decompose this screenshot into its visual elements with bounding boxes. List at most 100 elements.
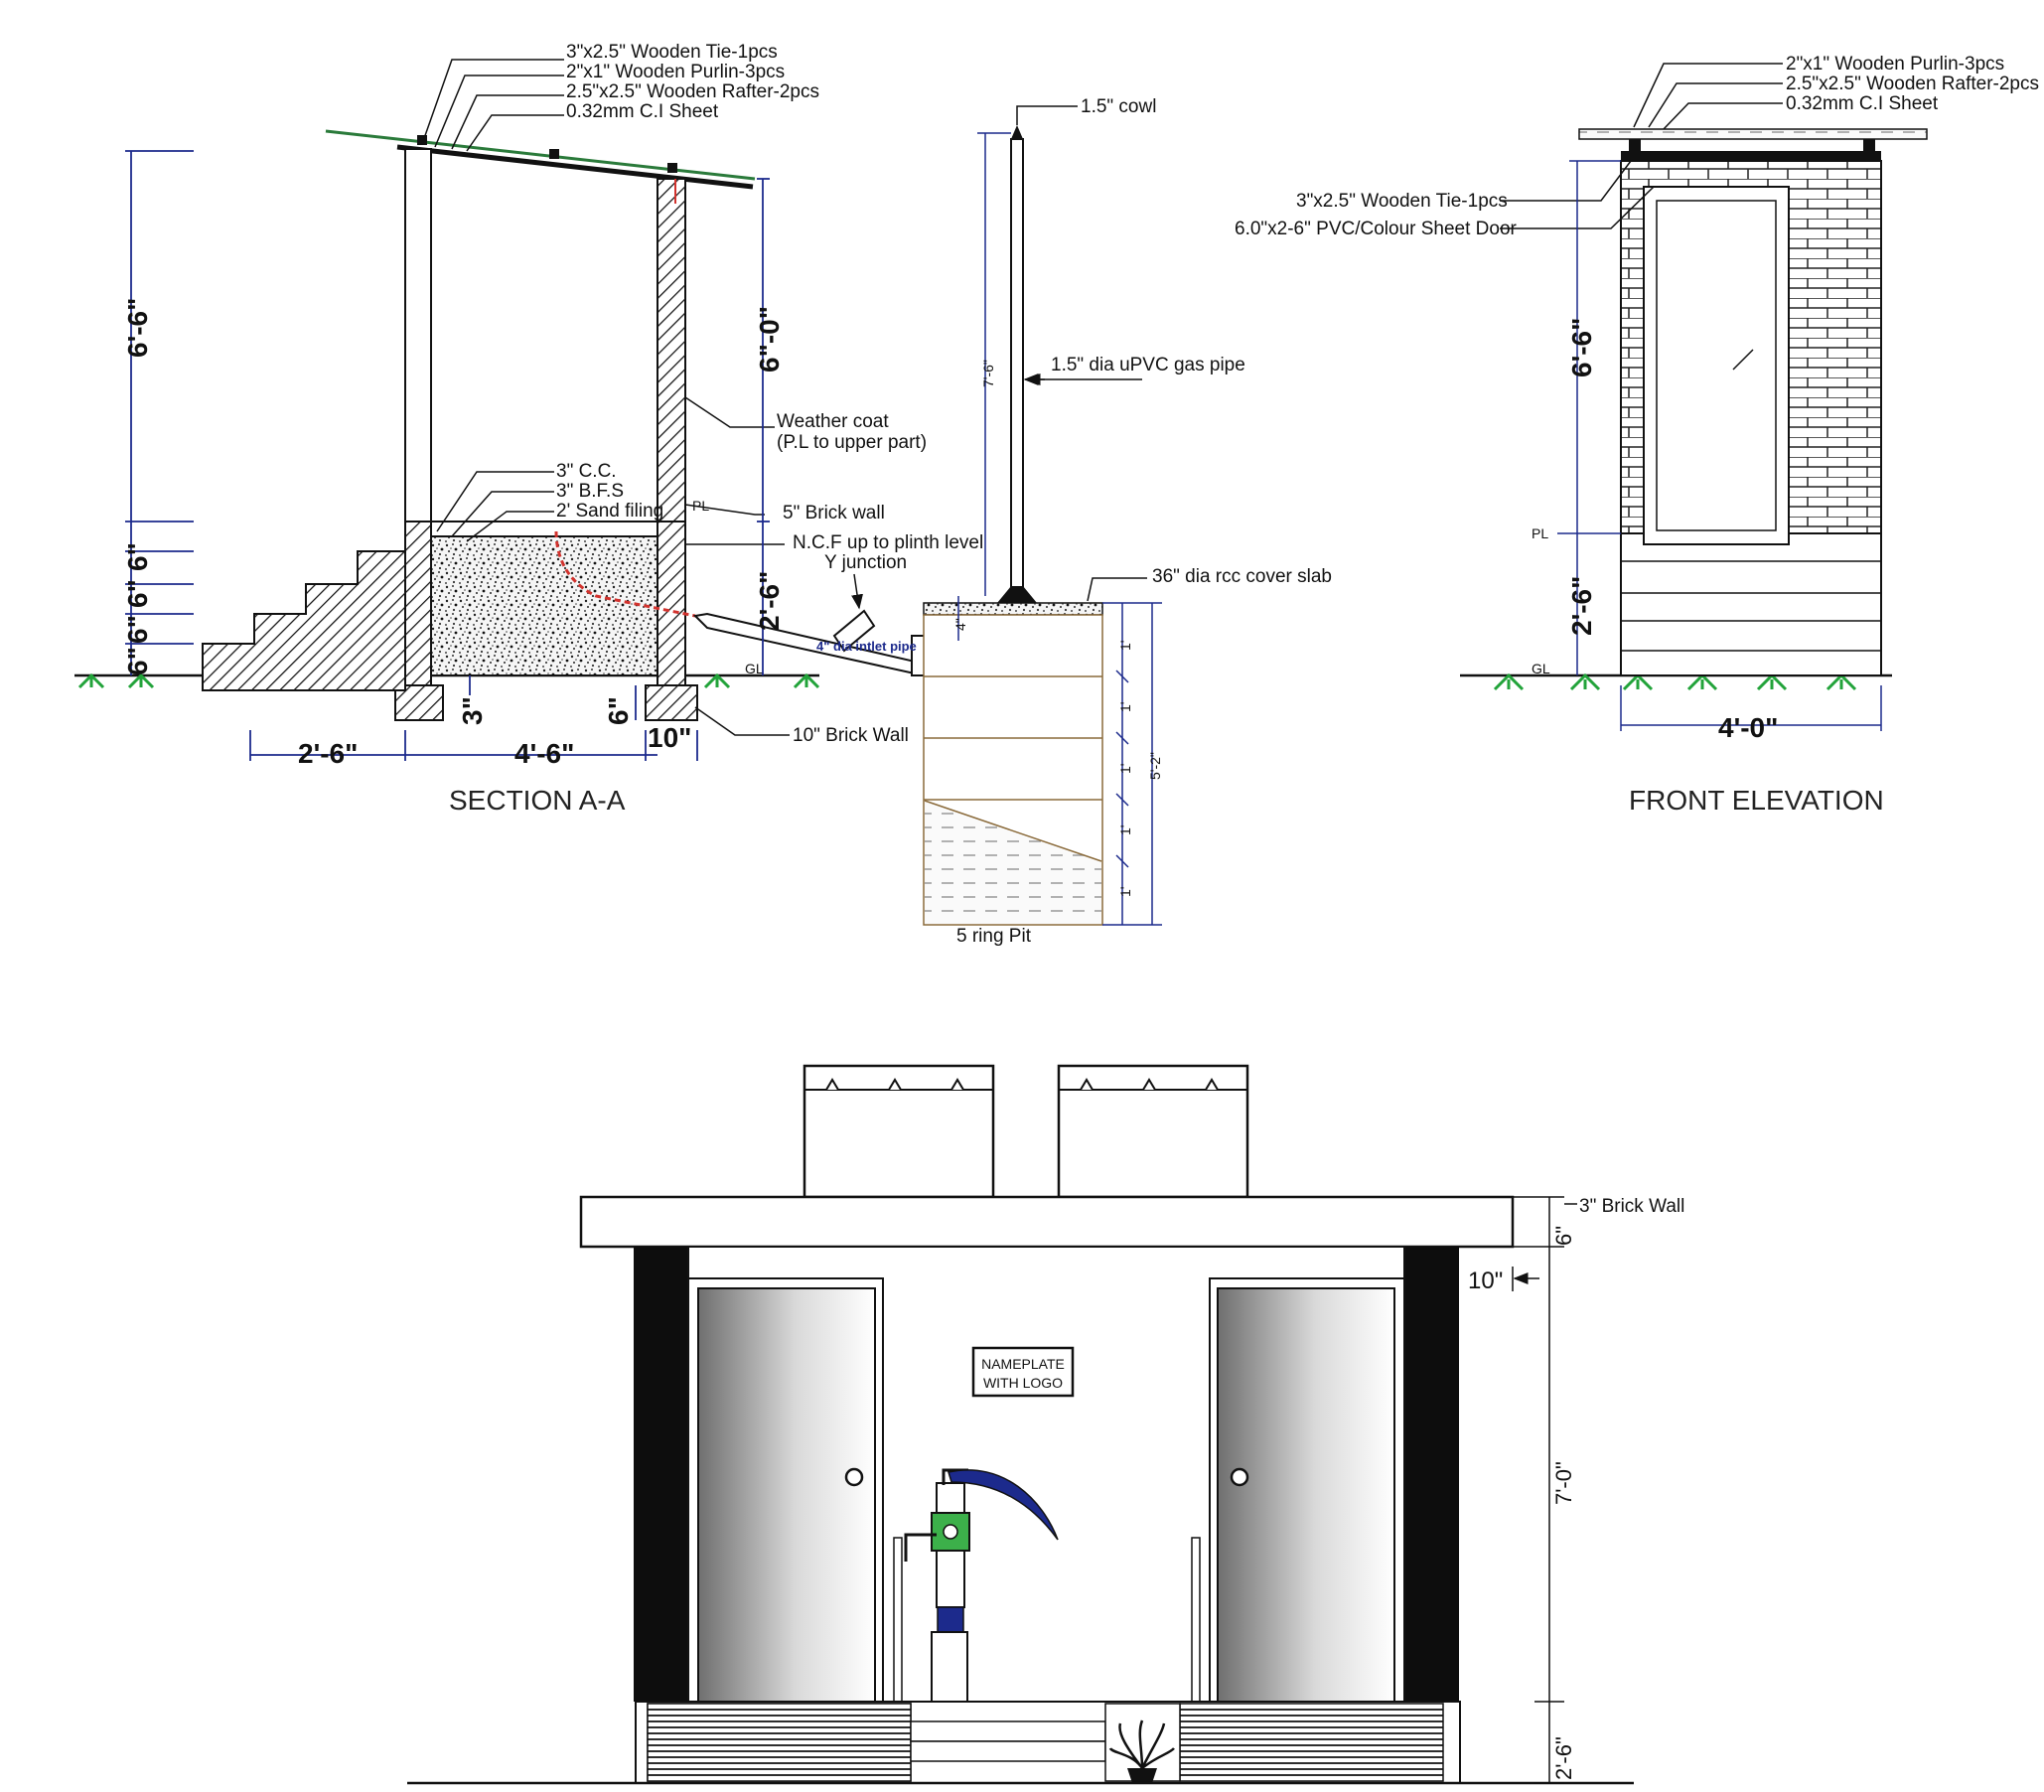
dim-step-1: 6" — [122, 542, 153, 571]
section-a-a: 4" dia intlet pipe 3"x2.5" Wooden Tie-1p… — [74, 42, 983, 816]
front-title: FRONT ELEVATION — [1629, 785, 1884, 816]
front-ci-label: 0.32mm C.I Sheet — [1786, 93, 1939, 114]
pit-ring-5: 1' — [1117, 887, 1133, 897]
front-tie-label: 3"x2.5" Wooden Tie-1pcs — [1296, 191, 1508, 212]
dim-three: 3" — [457, 696, 488, 725]
brick-wall-label: 5" Brick wall — [783, 503, 885, 523]
pit-ring-2: 1' — [1117, 702, 1133, 712]
toilet-seven: 7'-0" — [1551, 1461, 1576, 1505]
front-rafter-label: 2.5"x2.5" Wooden Rafter-2pcs — [1786, 74, 2039, 94]
ten-brick-label: 10" Brick Wall — [793, 725, 909, 746]
roof-sheet — [325, 129, 756, 190]
water-tank-right — [1057, 1064, 1249, 1199]
front-elevation: 2"x1" Wooden Purlin-3pcs 2.5"x2.5" Woode… — [1235, 54, 2039, 816]
dim-bottom-right: 4'-6" — [514, 738, 574, 769]
door-knob-icon — [1230, 1467, 1249, 1487]
section-dimensions — [125, 150, 770, 761]
front-height-upper: 6'-6" — [1566, 318, 1597, 377]
column-right — [1404, 1247, 1459, 1702]
dim-right-height: 6"-0" — [754, 306, 785, 373]
column-left — [634, 1247, 688, 1702]
plinth-right — [657, 521, 686, 686]
cc-label: 3" C.C. — [556, 461, 617, 482]
dim-step-3: 6" — [122, 615, 153, 644]
purlin-label: 2"x1" Wooden Purlin-3pcs — [566, 62, 785, 82]
footing-right — [645, 684, 698, 721]
y-junction-label: Y junction — [824, 552, 907, 573]
ci-sheet-label: 0.32mm C.I Sheet — [566, 101, 719, 122]
dim-ten: 10" — [648, 722, 691, 753]
pit-four: 4" — [952, 618, 968, 631]
cover-slab — [923, 602, 1103, 616]
section-floor-labels: 3" C.C. 3" B.F.S 2' Sand filing — [556, 461, 663, 522]
pit-ring-1: 1' — [1117, 641, 1133, 651]
toilet-ten: 10" — [1468, 1268, 1503, 1294]
front-gl-tag: GL — [1532, 661, 1550, 676]
water-tank-left — [803, 1064, 995, 1199]
roof-slab — [579, 1195, 1515, 1249]
weather-coat-note: (P.L to upper part) — [777, 432, 927, 453]
pit-ring-4: 1' — [1117, 825, 1133, 835]
gas-pipe-label: 1.5" dia uPVC gas pipe — [1051, 355, 1245, 375]
pit-detail: 1.5" cowl 1.5" dia uPVC gas pipe 36" dia… — [923, 96, 1332, 947]
cover-slab-label: 36" dia rcc cover slab — [1152, 566, 1332, 587]
toilet-plinth: 2'-6" — [1551, 1736, 1576, 1780]
sand-filling — [430, 535, 658, 676]
dim-bottom-left: 2'-6" — [298, 738, 358, 769]
dim-left-height: 6'-6" — [122, 298, 153, 358]
door-knob-icon — [844, 1467, 864, 1487]
front-dimensions — [1557, 160, 1882, 731]
toilet-six: 6" — [1551, 1226, 1576, 1246]
inlet-pipe-label: 4" dia intlet pipe — [816, 639, 917, 654]
dim-step-4: 6" — [122, 647, 153, 675]
section-roof-labels: 3"x2.5" Wooden Tie-1pcs 2"x1" Wooden Pur… — [566, 42, 819, 122]
hand-pump-icon — [893, 1468, 1201, 1703]
tie-label: 3"x2.5" Wooden Tie-1pcs — [566, 42, 778, 63]
pit-caption: 5 ring Pit — [956, 926, 1032, 947]
right-wall — [657, 178, 686, 523]
door-left — [687, 1277, 884, 1703]
front-door-label: 6.0"x2-6" PVC/Colour Sheet Door — [1235, 219, 1518, 239]
nameplate-line1: NAMEPLATE — [981, 1356, 1065, 1372]
gas-pipe — [1010, 138, 1024, 592]
base-grating-left — [647, 1703, 912, 1782]
front-purlin-label: 2"x1" Wooden Purlin-3pcs — [1786, 54, 2004, 75]
dim-step-2: 6" — [122, 579, 153, 608]
plinth-left — [404, 521, 432, 686]
weather-coat-label: Weather coat — [777, 411, 889, 432]
door-right — [1209, 1277, 1405, 1703]
rafter-label: 2.5"x2.5" Wooden Rafter-2pcs — [566, 81, 819, 102]
section-title: SECTION A-A — [449, 785, 626, 816]
front-pl-tag: PL — [1532, 525, 1548, 541]
steps — [202, 550, 406, 691]
pit-ring-3: 1' — [1117, 764, 1133, 774]
pl-tag: PL — [692, 498, 709, 514]
grass-icon — [77, 672, 820, 689]
sand-label: 2' Sand filing — [556, 501, 663, 522]
base-grating-right — [1179, 1703, 1444, 1782]
front-roof-sheet — [1578, 128, 1928, 140]
pit-pipe-height: 7'-6" — [980, 360, 996, 387]
left-post — [404, 148, 432, 523]
floor-slab — [430, 521, 658, 537]
toilet-dimensions — [1512, 1196, 1577, 1784]
front-height-lower: 2'-6" — [1566, 576, 1597, 636]
front-width: 4'-0" — [1718, 712, 1778, 743]
plant-icon — [1104, 1703, 1181, 1783]
gl-tag: GL — [745, 661, 764, 676]
toilet-brick-wall-label: 3" Brick Wall — [1579, 1196, 1684, 1217]
twin-toilet-elevation: NAMEPLATE WITH LOGO — [407, 1064, 1684, 1785]
cowl-label: 1.5" cowl — [1081, 96, 1156, 117]
front-tie — [1621, 151, 1881, 161]
dim-plinth: 2'-6" — [754, 571, 785, 631]
pit-dimensions — [957, 132, 1162, 926]
dim-six: 6" — [603, 696, 634, 725]
grass-icon — [1493, 672, 1857, 691]
inlet-pipe: 4" dia intlet pipe — [692, 609, 947, 677]
cowl-icon — [1011, 125, 1023, 139]
pit-total: 5'-2" — [1147, 752, 1163, 780]
ncf-label: N.C.F up to plinth level — [793, 532, 983, 553]
nameplate-line2: WITH LOGO — [983, 1375, 1063, 1391]
bfs-label: 3" B.F.S — [556, 481, 624, 502]
